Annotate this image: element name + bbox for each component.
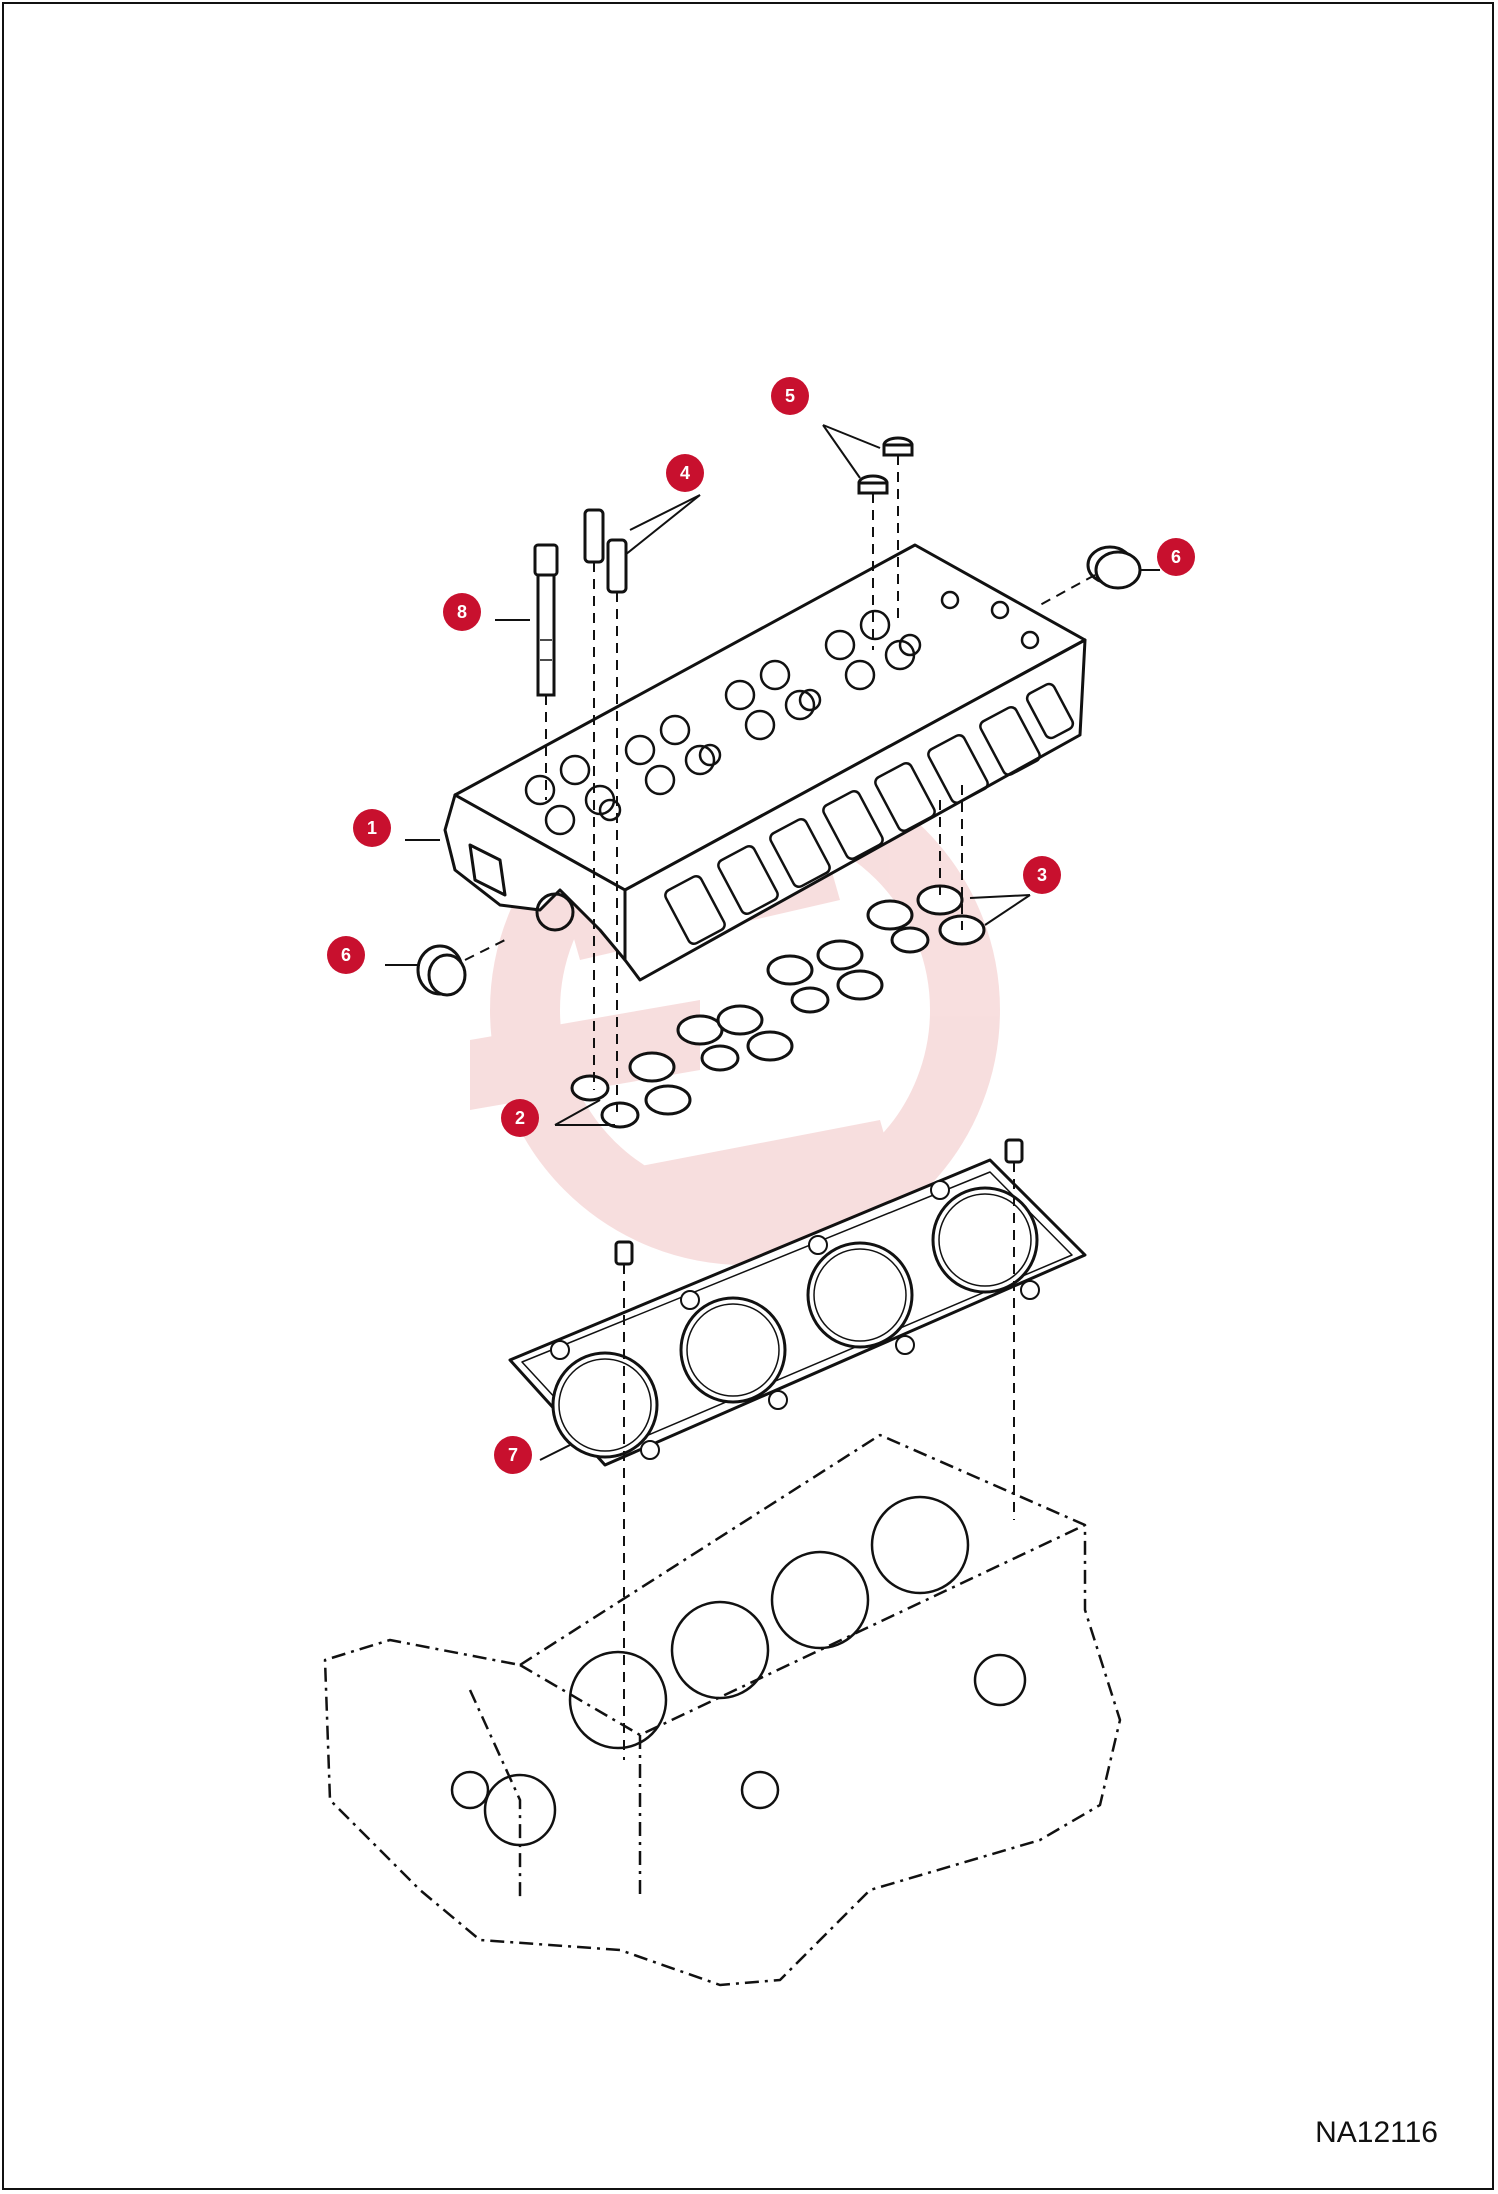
svg-text:2: 2 (515, 1108, 525, 1128)
callout-6-left: 6 (327, 936, 365, 974)
callout-2: 2 (501, 1099, 539, 1137)
svg-text:7: 7 (508, 1445, 518, 1465)
head-bolt (533, 543, 559, 697)
svg-text:6: 6 (341, 945, 351, 965)
engine-block (323, 1433, 1122, 1987)
leader-lines (385, 424, 1160, 1461)
callout-6-right: 6 (1157, 538, 1195, 576)
assembly-lines (464, 455, 1096, 1760)
dowel-sleeves (583, 508, 628, 594)
svg-text:4: 4 (680, 463, 690, 483)
callout-7: 7 (494, 1436, 532, 1474)
svg-text:3: 3 (1037, 865, 1047, 885)
callout-3: 3 (1023, 856, 1061, 894)
svg-text:8: 8 (457, 602, 467, 622)
callout-1: 1 (353, 809, 391, 847)
svg-text:5: 5 (785, 386, 795, 406)
plugs (857, 436, 914, 495)
reference-code: NA12116 (1315, 2116, 1438, 2149)
head-gasket (508, 1158, 1087, 1467)
callout-4: 4 (666, 454, 704, 492)
block-bores (450, 1495, 1027, 1847)
callout-8: 8 (443, 593, 481, 631)
cylinder-head (443, 543, 1087, 982)
svg-text:1: 1 (367, 818, 377, 838)
callout-5: 5 (771, 377, 809, 415)
svg-text:6: 6 (1171, 547, 1181, 567)
